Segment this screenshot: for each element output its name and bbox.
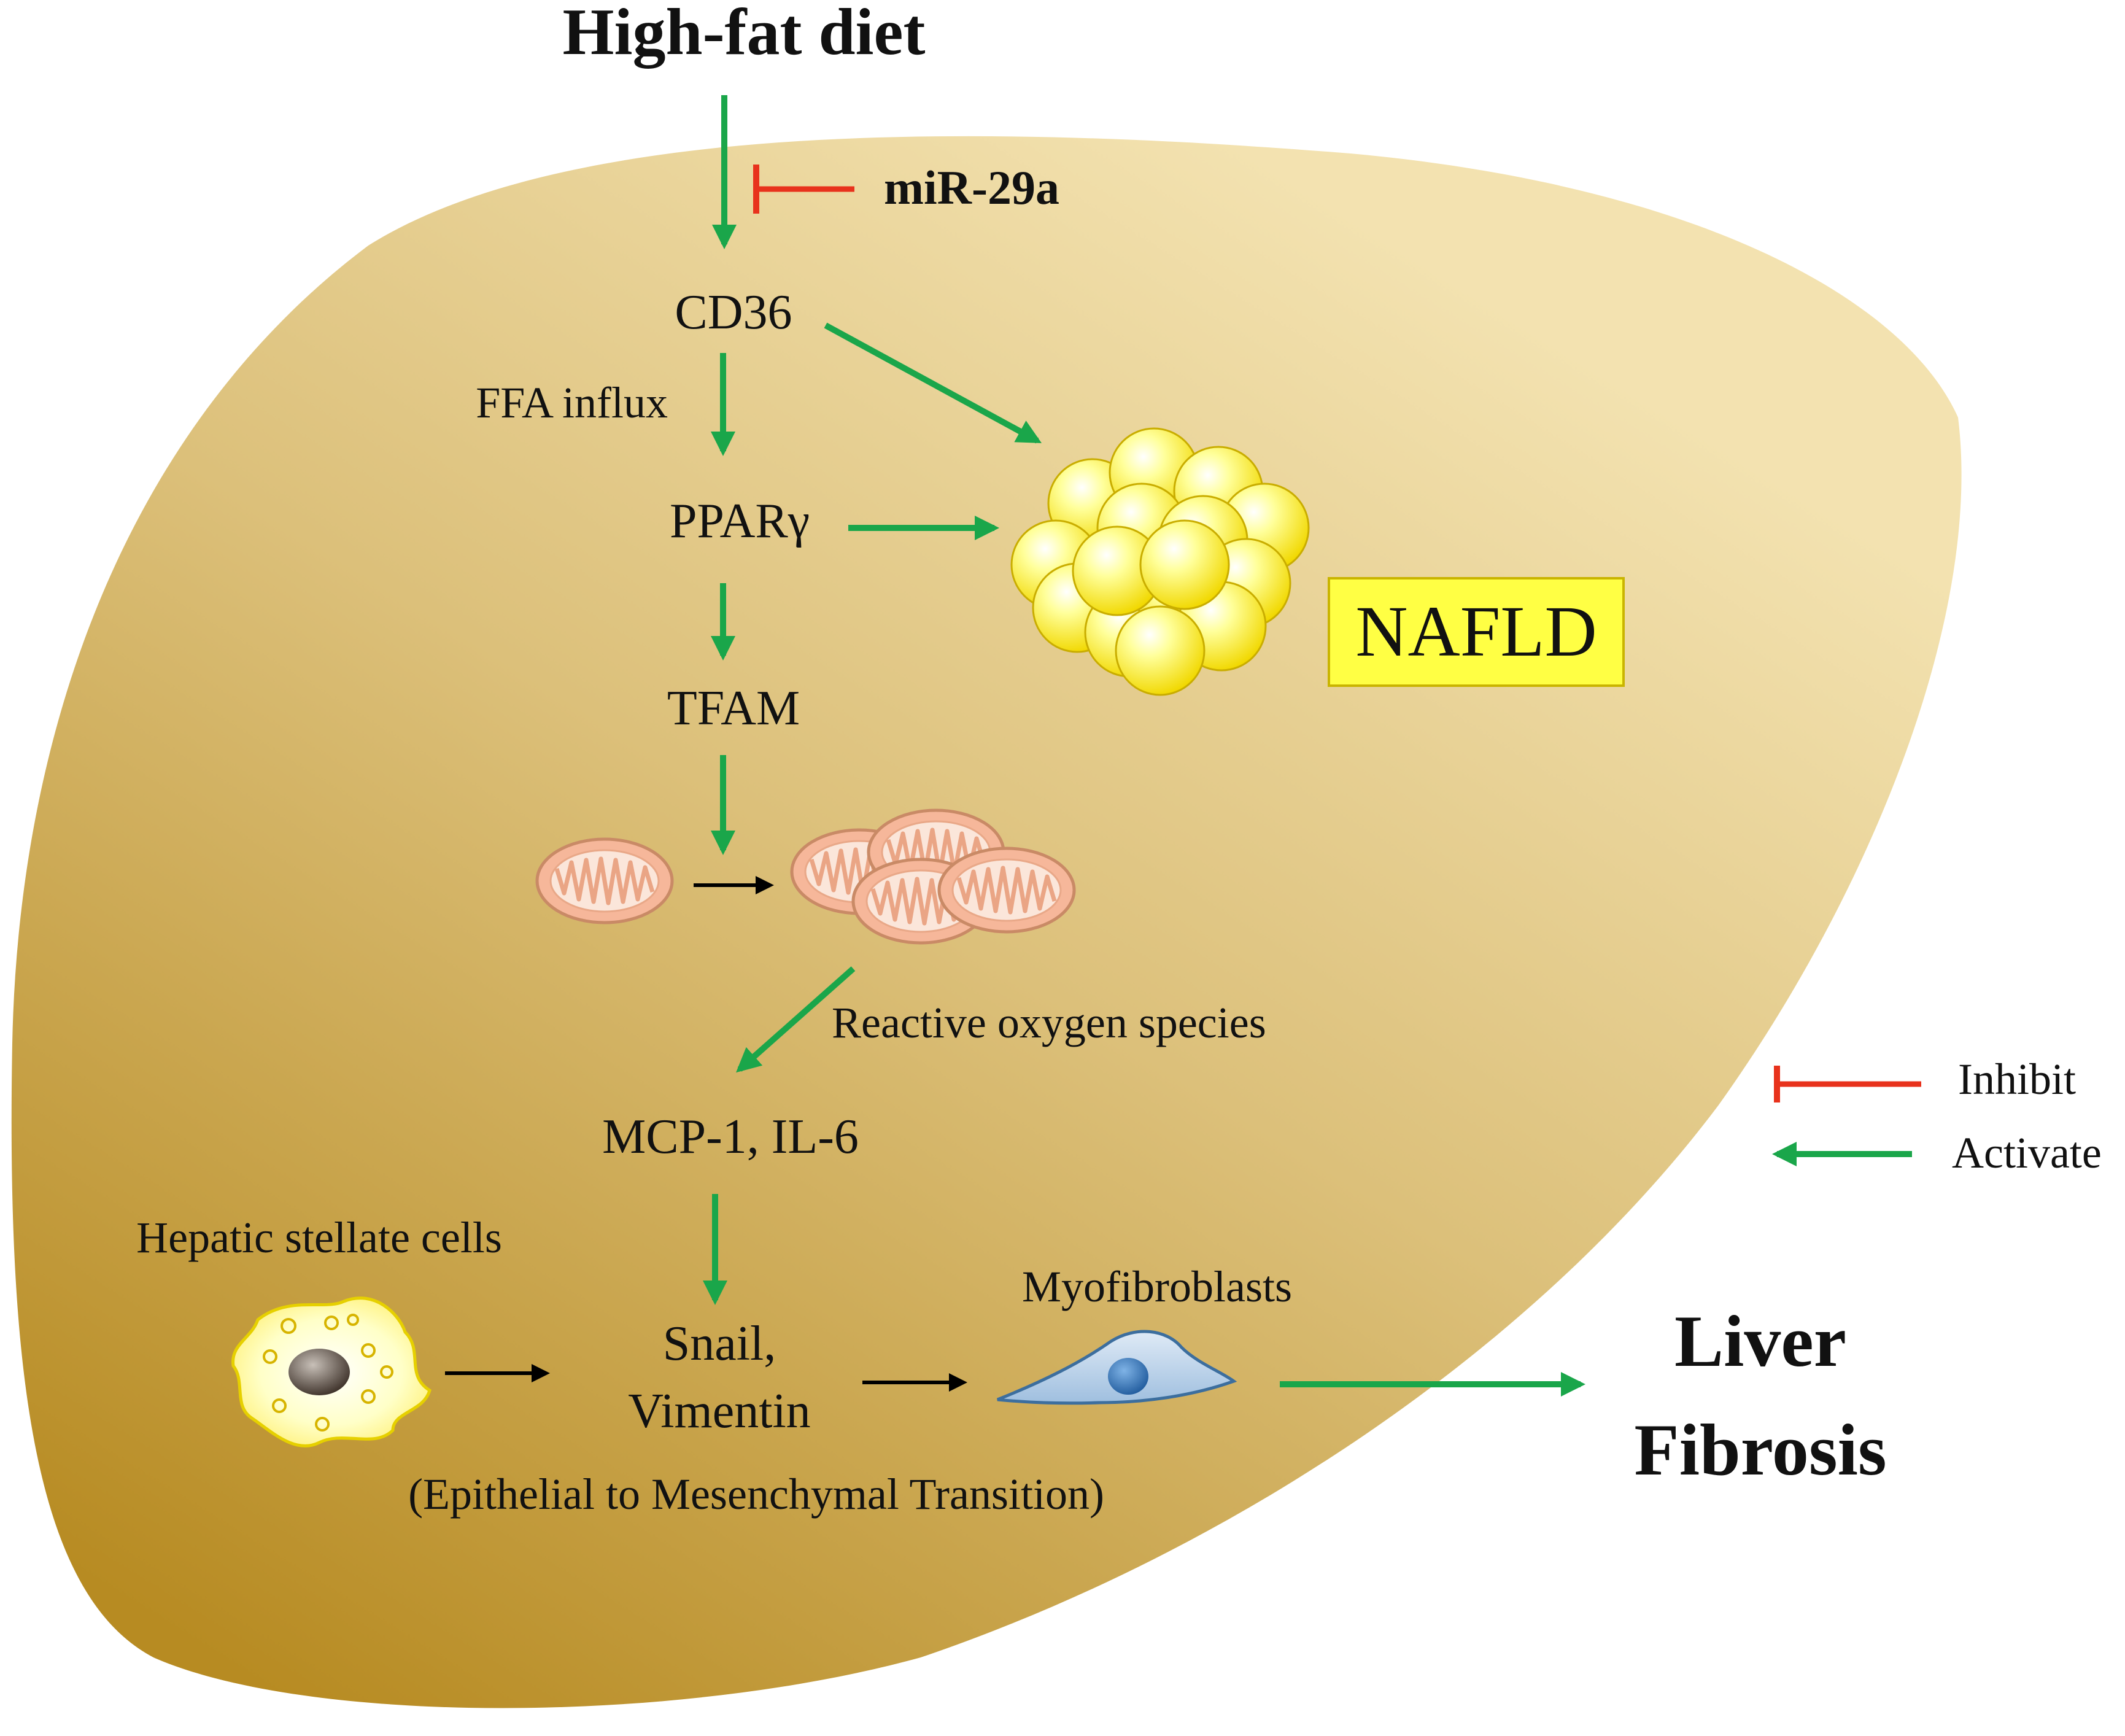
vimentin-label: Vimentin (628, 1384, 810, 1438)
inhibit-mir29a (753, 165, 854, 214)
hsc-label: Hepatic stellate cells (136, 1213, 502, 1262)
lipid-droplets (1010, 427, 1310, 696)
myofibroblasts-label: Myofibroblasts (1022, 1262, 1292, 1311)
tfam-label: TFAM (667, 681, 800, 735)
mitochondrion-single (537, 839, 672, 923)
myofibroblast-cell (997, 1330, 1237, 1405)
legend-inhibit-symbol (1774, 1066, 1921, 1102)
ros-label: Reactive oxygen species (832, 998, 1266, 1047)
snail-label: Snail, (663, 1317, 776, 1371)
liver-label: Liver (1674, 1300, 1846, 1382)
arrow-mito-mcp (736, 966, 856, 1073)
legend-inhibit-label: Inhibit (1958, 1055, 2076, 1104)
fibrosis-label: Fibrosis (1634, 1409, 1886, 1490)
mcp-il6-label: MCP-1, IL-6 (602, 1110, 859, 1164)
legend: Inhibit Activate (1772, 1055, 2102, 1177)
legend-activate-label: Activate (1952, 1128, 2102, 1177)
nafld-label: NAFLD (1355, 591, 1597, 672)
ffa-influx-label: FFA influx (476, 378, 668, 427)
emt-label: (Epithelial to Mesenchymal Transition) (408, 1470, 1104, 1519)
arrow-cd36-fat (824, 322, 1042, 444)
high-fat-diet-label: High-fat diet (563, 0, 926, 69)
hepatic-stellate-cell (231, 1296, 432, 1447)
nafld-box (1328, 577, 1625, 687)
cd36-label: CD36 (675, 285, 792, 339)
ppar-gamma-label: PPARγ (670, 494, 810, 548)
mir29a-label: miR-29a (884, 161, 1059, 214)
